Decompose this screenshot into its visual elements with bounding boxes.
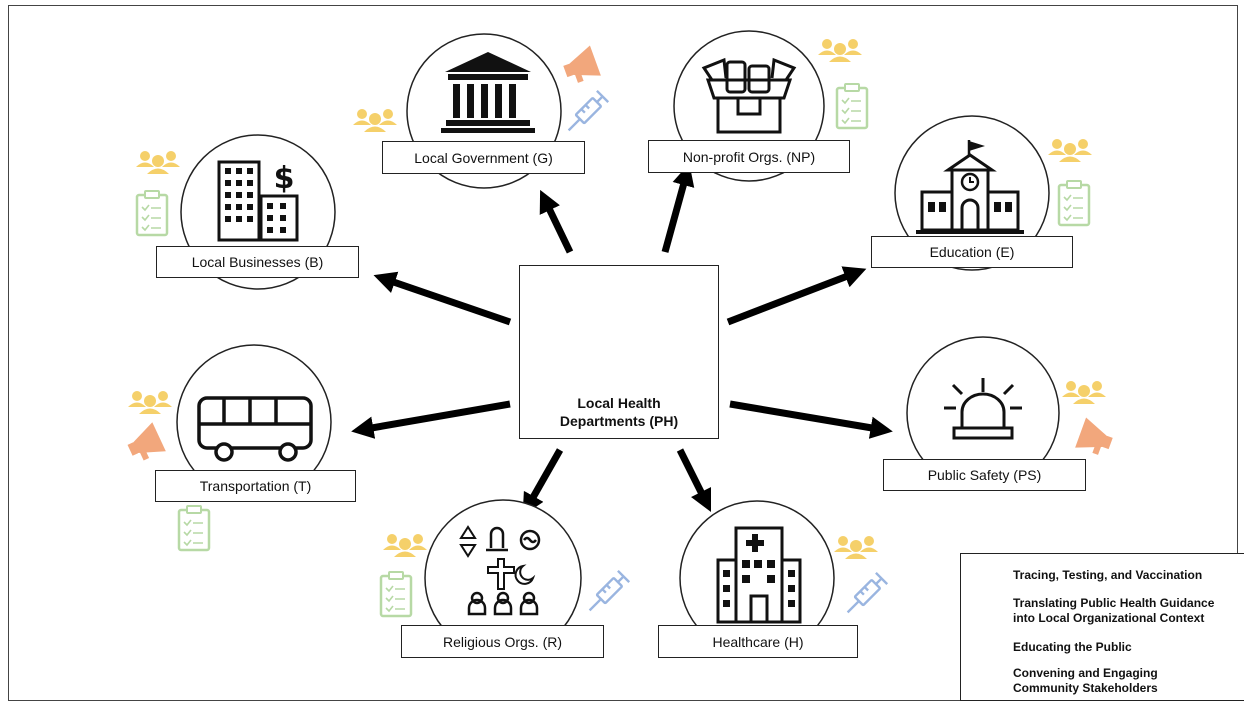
label-education: Education (E) [871, 236, 1073, 268]
religious-people-icon [383, 534, 427, 557]
svg-text:$: $ [274, 161, 295, 196]
arrow-to-healthcare [676, 448, 712, 513]
public-safety-people-icon [1062, 381, 1106, 404]
label-transportation: Transportation (T) [155, 470, 356, 502]
bus-icon [197, 396, 313, 462]
donation-box-icon [701, 57, 797, 134]
school-icon [916, 140, 1024, 234]
religious-syringe-icon [582, 569, 631, 618]
label-local-businesses: Local Businesses (B) [156, 246, 359, 278]
government-building-icon [441, 52, 535, 133]
office-building-icon: $ [217, 160, 299, 242]
businesses-people-icon [136, 151, 180, 174]
legend-educating: Educating the Public [1013, 640, 1132, 654]
center-label: Local Health Departments (PH) [520, 394, 718, 430]
transportation-people-icon [128, 391, 172, 414]
transportation-clipboard-icon [177, 504, 211, 552]
businesses-clipboard-icon [135, 189, 169, 237]
label-local-government: Local Government (G) [382, 141, 585, 174]
legend-convening: Convening and Engaging Community Stakeho… [1013, 666, 1158, 695]
transportation-megaphone-icon [123, 422, 166, 465]
legend-translating: Translating Public Health Guidance into … [1013, 596, 1215, 625]
center-label-line2: Departments (PH) [559, 413, 679, 429]
legend: Tracing, Testing, and Vaccination Transl… [960, 553, 1244, 701]
religious-symbols-icon [459, 525, 541, 616]
arrow-to-government [539, 189, 574, 254]
connector-arrows [351, 163, 893, 516]
nonprofit-people-icon [818, 39, 862, 62]
arrow-to-public-safety [729, 400, 893, 439]
arrow-to-religious [522, 448, 564, 516]
center-label-line1: Local Health [577, 395, 661, 411]
label-religious-orgs: Religious Orgs. (R) [401, 625, 604, 658]
education-clipboard-icon [1057, 179, 1091, 227]
healthcare-syringe-icon [840, 571, 889, 620]
religious-clipboard-icon [379, 570, 413, 618]
public-safety-megaphone-icon [1075, 417, 1117, 459]
hospital-icon [716, 526, 802, 624]
siren-icon [944, 378, 1022, 440]
education-people-icon [1048, 139, 1092, 162]
arrow-to-education [726, 266, 867, 326]
healthcare-people-icon [834, 536, 878, 559]
local-health-departments-node: Local Health Departments (PH) [519, 265, 719, 439]
arrow-to-transportation [351, 400, 511, 439]
label-nonprofit: Non-profit Orgs. (NP) [648, 140, 850, 173]
arrow-to-businesses [373, 271, 512, 326]
legend-tracing: Tracing, Testing, and Vaccination [1013, 568, 1203, 582]
government-people-icon [353, 109, 397, 132]
government-syringe-icon [561, 89, 610, 138]
nonprofit-clipboard-icon [835, 82, 869, 130]
label-public-safety: Public Safety (PS) [883, 459, 1086, 491]
label-healthcare: Healthcare (H) [658, 625, 858, 658]
arrow-to-nonprofit [661, 163, 695, 253]
government-megaphone-icon [559, 45, 601, 87]
